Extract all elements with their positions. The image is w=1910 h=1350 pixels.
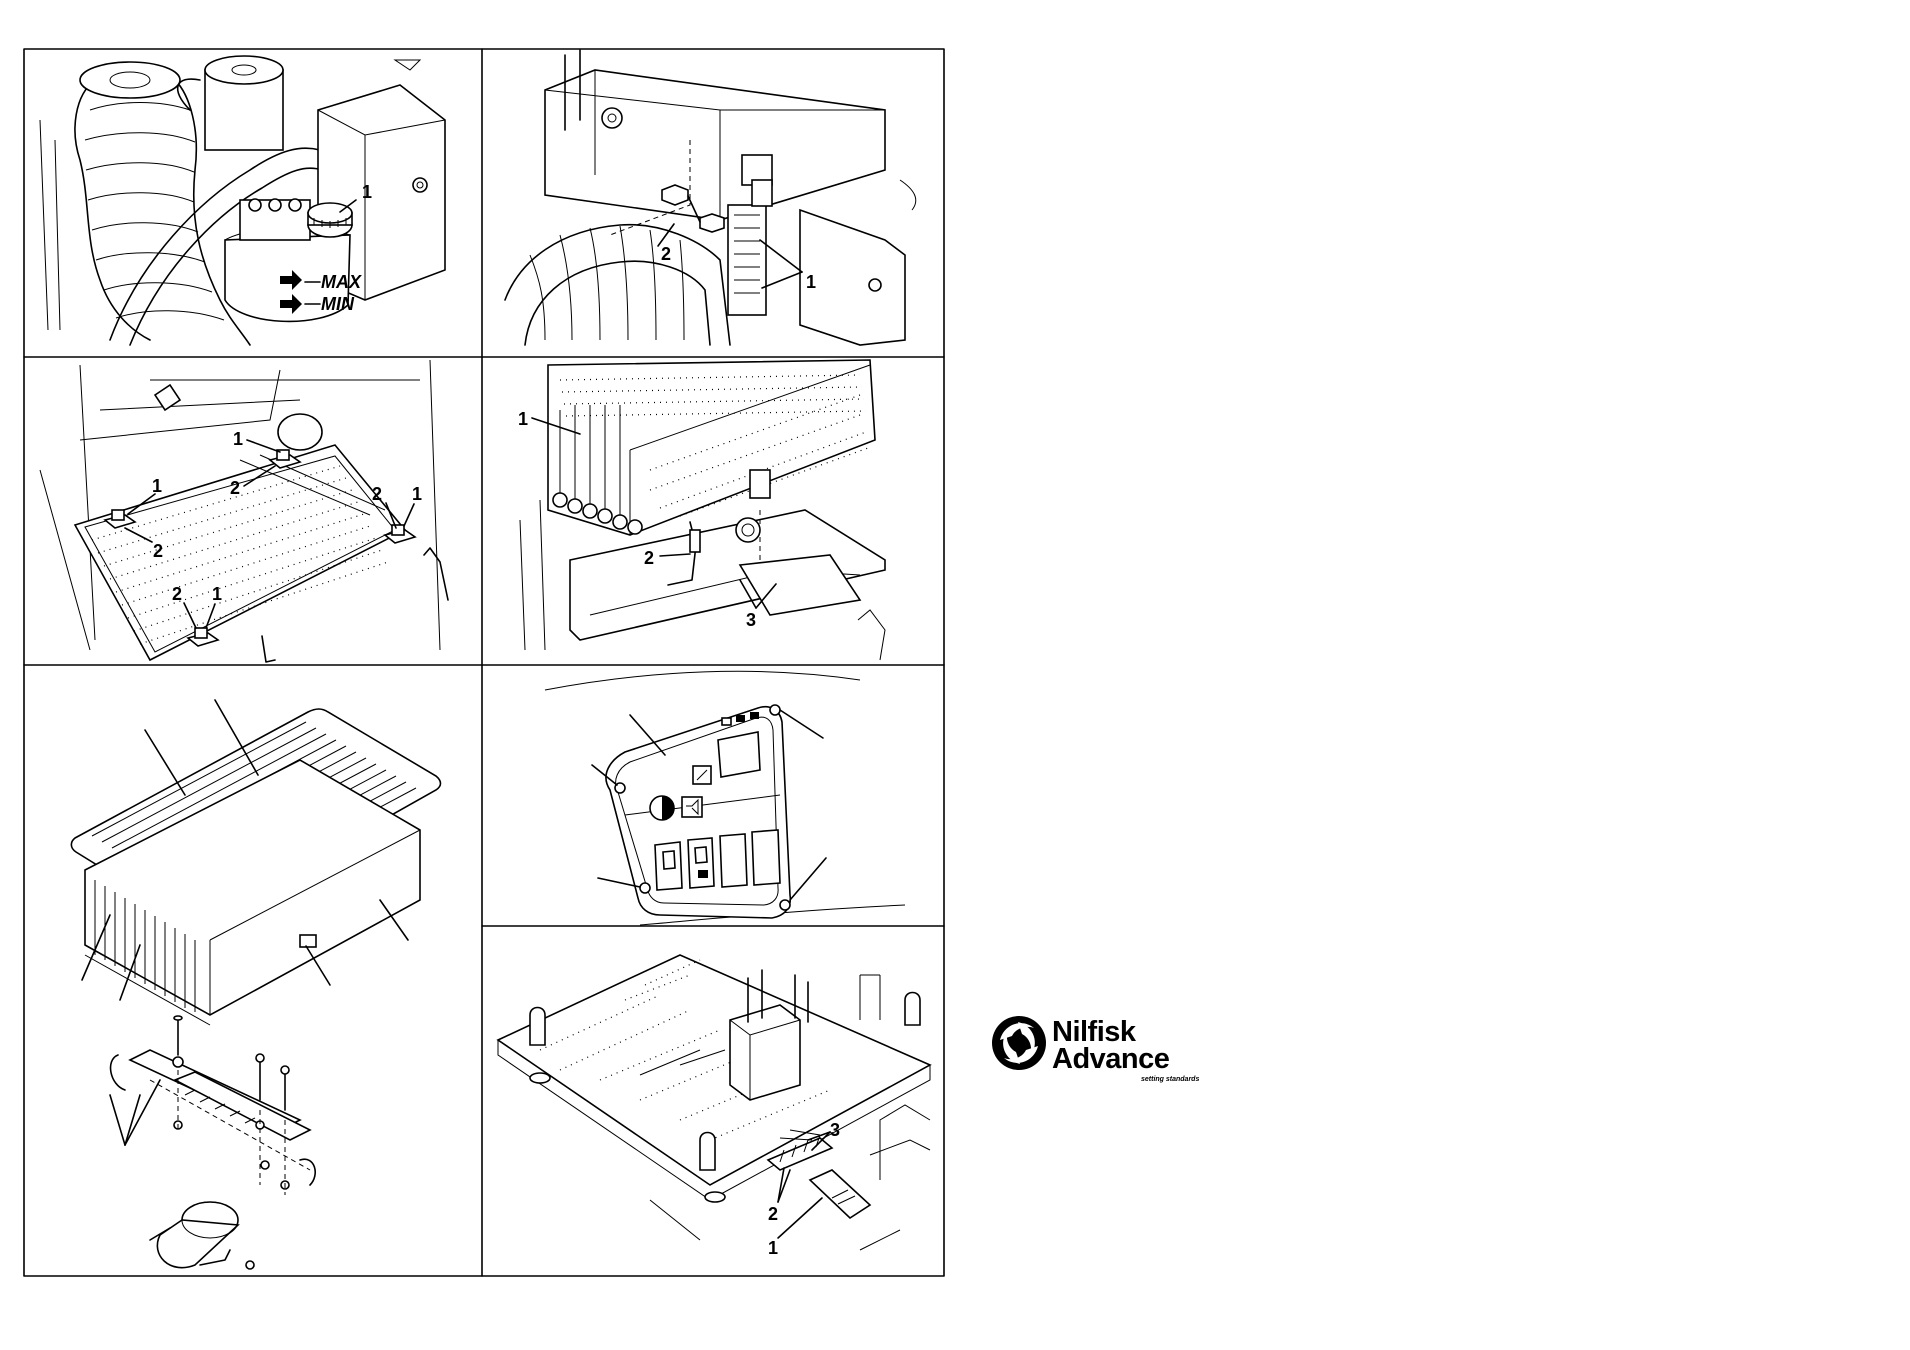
brand-logo: Nilfisk Advance setting standards [992,1016,1199,1083]
figure-fluid-reservoir: MAX MIN 1 [40,56,445,345]
callout-1: 1 [362,182,372,202]
callout-3: 3 [746,610,756,630]
figure-fuse-block: 2 1 [505,50,916,345]
callout-1: 1 [152,476,162,496]
callout-1: 1 [233,429,243,449]
callout-2: 2 [768,1204,778,1224]
callout-1: 1 [806,272,816,292]
min-level-label: MIN [321,294,355,314]
callout-2: 2 [230,478,240,498]
callout-1: 1 [212,584,222,604]
callout-1: 1 [518,409,528,429]
figure-control-panel [545,671,905,925]
brand-tagline: setting standards [1141,1076,1199,1083]
swirl-logo-icon [992,1016,1046,1070]
figure-battery-tray: 1 2 1 2 2 1 2 1 [40,360,448,662]
callout-3: 3 [830,1120,840,1140]
figure-charger-exploded [71,700,440,1269]
callout-1: 1 [412,484,422,504]
brand-name-line2: Advance [1052,1043,1170,1075]
max-level-label: MAX [321,272,362,292]
figure-circuit-board: 3 2 1 [498,955,930,1258]
callout-2: 2 [172,584,182,604]
figure-battery-removal: 1 2 3 [518,360,885,660]
callout-2: 2 [372,484,382,504]
callout-2: 2 [661,244,671,264]
callout-1: 1 [768,1238,778,1258]
callout-2: 2 [644,548,654,568]
callout-2: 2 [153,541,163,561]
